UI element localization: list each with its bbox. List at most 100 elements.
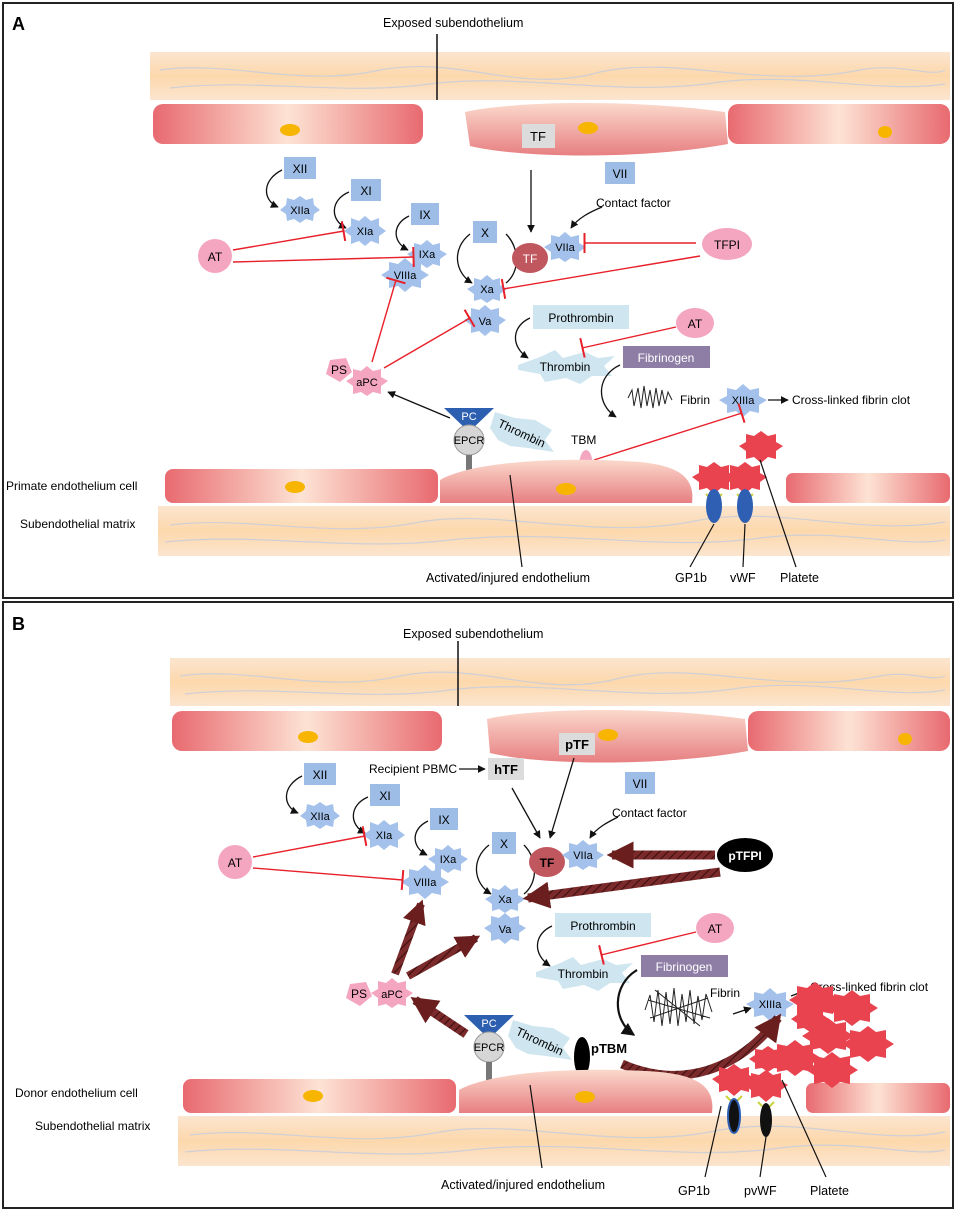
factor-x-box [492,832,516,854]
thrombin-bound-shape [490,412,554,452]
epcr-stalk [486,1062,492,1084]
prothrombin-label: Prothrombin [548,311,613,325]
factor-viia-shape [562,840,604,870]
gp1b-shape [727,1098,741,1134]
factor-ixa-shape [407,240,447,268]
factor-xia-shape [363,820,405,850]
ps-label: PS [331,363,347,377]
subendothelial-matrix-label: Subendothelial matrix [20,517,135,531]
tf-complex-label: TF [540,856,555,870]
nucleus [556,483,576,495]
fibrinogen-label: Fibrinogen [656,960,713,974]
tf-complex [512,243,548,273]
factor-ixa-label: IXa [440,854,457,866]
bottom-cell-right [786,473,950,503]
platelet-shape [723,462,767,494]
platelet-group [689,431,797,568]
factor-ix-box [411,203,439,225]
factor-vii-label: VII [633,777,648,791]
at-right [676,308,714,338]
recipient-pbmc-label: Recipient PBMC [369,762,457,776]
at-left [218,845,252,879]
apc-shape [371,978,413,1008]
factor-xa-shape [467,275,507,303]
contact-factor-label: Contact factor [596,196,671,210]
prothrombin-label: Prothrombin [570,919,635,933]
factor-x-label: X [481,226,489,240]
top-cell-right [728,104,950,144]
pc-shape [464,1015,514,1039]
apc-label: aPC [381,989,402,1001]
factor-ix-box [430,808,458,830]
pvwf-shape [760,1103,772,1137]
ps-shape [346,982,372,1006]
at-right-label: AT [688,317,703,331]
panel-a: A Exposed subendothelium TF XII XIIa XI … [2,2,954,599]
platelet-shape [826,990,878,1026]
factor-va-shape [484,913,526,944]
platelet-shape [749,1046,787,1072]
ptbm-label: pTBM [591,1041,627,1056]
panel-b: B Exposed subendothelium pTF Recipient P… [2,601,954,1209]
exposed-subendothelium-label: Exposed subendothelium [383,16,523,30]
nucleus [303,1090,323,1102]
factor-xa-shape [485,885,525,913]
gp1b-label: GP1b [678,1184,710,1198]
activated-endothelium-label: Activated/injured endothelium [441,1178,605,1192]
subendothelial-matrix-label: Subendothelial matrix [35,1119,150,1133]
vwf-shape [737,489,753,523]
panel-b-letter: B [12,614,25,634]
factor-xiiia-shape [719,384,767,417]
tf-complex [529,847,565,877]
platelet-shape [739,431,783,463]
endothelium-cell-label: Primate endothelium cell [6,479,137,493]
factor-viiia-label: VIIIa [394,270,418,282]
tf-cell-label: TF [530,129,546,144]
fibrinogen-box [641,955,728,977]
ptf-label: pTF [565,737,589,752]
factor-viia-label: VIIa [573,850,593,862]
factor-xiiia-shape [746,988,794,1021]
factor-xiia-label: XIIa [310,811,330,823]
factor-xia-label: XIa [376,830,393,842]
platelet-aggregate [704,982,894,1178]
factor-xiia-shape [280,196,320,223]
htf-label: hTF [494,762,518,777]
thrombin-label: Thrombin [558,967,609,981]
gp1b-shape [706,489,722,523]
apc-shape [346,366,388,396]
contact-factor-label: Contact factor [612,806,687,820]
nucleus [280,124,300,136]
fibrinogen-label: Fibrinogen [638,351,695,365]
epcr-label: EPCR [474,1042,505,1054]
factor-xa-label: Xa [498,894,512,906]
subendothelial-matrix-band [158,506,950,556]
endothelium-cell-label: Donor endothelium cell [15,1086,138,1100]
tbm-label: TBM [571,433,596,447]
factor-xia-shape [344,216,386,246]
nucleus [898,733,912,745]
factor-xiiia-label: XIIIa [732,395,756,407]
fibrin-fibers-dense [644,987,713,1027]
at-left-label: AT [208,250,223,264]
factor-xi-box [351,179,381,201]
at-right-label: AT [708,922,723,936]
platelet-shape [692,462,736,494]
tf-box [522,124,555,148]
htf-box [488,758,524,780]
apc-label: aPC [356,377,377,389]
thrombin-label: Thrombin [540,360,591,374]
platelet-shape [744,1070,788,1102]
at-left-label: AT [228,856,243,870]
bottom-cell-right [806,1083,950,1113]
platelet-label: Platete [810,1184,849,1198]
pc-shape [444,408,494,432]
at-right [696,913,734,943]
platelet-shape [769,1040,821,1076]
fibrin-label: Fibrin [680,393,710,407]
exposed-subendothelium-band [150,52,950,100]
factor-xii-label: XII [313,768,328,782]
epcr-stalk [466,455,472,475]
factor-x-box [473,221,497,243]
clot-label: Cross-linked fibrin clot [792,393,911,407]
